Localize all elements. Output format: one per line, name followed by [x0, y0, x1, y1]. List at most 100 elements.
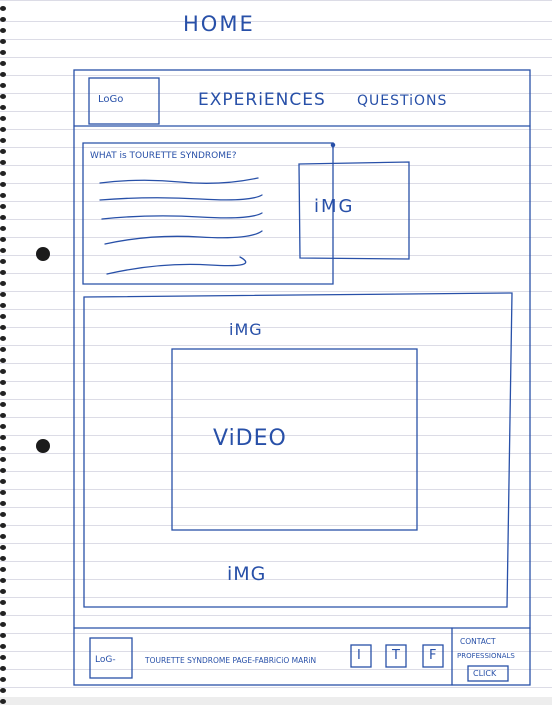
facebook-icon[interactable]: F	[429, 648, 437, 663]
intro-image-box	[298, 161, 410, 260]
punch-hole-icon	[36, 439, 50, 453]
spiral-ring	[0, 248, 6, 253]
text-line-squiggle	[106, 256, 247, 275]
spiral-ring	[0, 105, 6, 110]
spiral-ring	[0, 204, 6, 209]
spiral-ring	[0, 17, 6, 22]
intro-box	[82, 142, 334, 285]
spiral-ring	[0, 380, 6, 385]
spiral-ring	[0, 303, 6, 308]
intro-image-label: iMG	[314, 196, 355, 217]
footer-logo[interactable]: LoG-	[95, 655, 116, 665]
video-box	[171, 348, 418, 531]
click-button[interactable]: CLICK	[473, 669, 497, 678]
spiral-ring	[0, 688, 6, 693]
spiral-ring	[0, 259, 6, 264]
spiral-ring	[0, 534, 6, 539]
spiral-ring	[0, 369, 6, 374]
spiral-ring	[0, 567, 6, 572]
spiral-ring	[0, 193, 6, 198]
spiral-ring	[0, 501, 6, 506]
media-image-bottom-label: iMG	[227, 563, 267, 585]
spiral-ring	[0, 402, 6, 407]
spiral-ring	[0, 61, 6, 66]
spiral-ring	[0, 413, 6, 418]
spiral-ring	[0, 666, 6, 671]
spiral-ring	[0, 435, 6, 440]
social-box	[385, 644, 407, 668]
spiral-ring	[0, 314, 6, 319]
spiral-ring	[0, 446, 6, 451]
instagram-icon[interactable]: I	[357, 648, 361, 663]
footer-logo-box	[89, 637, 133, 679]
spiral-ring	[0, 457, 6, 462]
text-line-squiggle	[99, 194, 263, 201]
spiral-ring	[0, 270, 6, 275]
spiral-ring	[0, 512, 6, 517]
spiral-ring	[0, 292, 6, 297]
footer-caption: TOURETTE SYNDROME PAGE-FABRiCiO MARiN	[145, 656, 317, 665]
social-box	[350, 644, 372, 668]
spiral-ring	[0, 556, 6, 561]
spiral-ring	[0, 160, 6, 165]
spiral-ring	[0, 116, 6, 121]
spiral-ring	[0, 633, 6, 638]
spiral-ring	[0, 182, 6, 187]
spiral-ring	[0, 127, 6, 132]
page-title: HOME	[183, 12, 255, 36]
spiral-ring	[0, 578, 6, 583]
nav-questions-link[interactable]: QUESTiONS	[357, 93, 448, 109]
spiral-ring	[0, 622, 6, 627]
spiral-ring	[0, 226, 6, 231]
spiral-ring	[0, 600, 6, 605]
spiral-ring	[0, 215, 6, 220]
contact-label: CONTACT	[460, 637, 496, 646]
spiral-ring	[0, 545, 6, 550]
spiral-ring	[0, 490, 6, 495]
video-player[interactable]: ViDEO	[213, 426, 287, 451]
spiral-ring	[0, 644, 6, 649]
spiral-ring	[0, 468, 6, 473]
spiral-binding	[0, 0, 8, 705]
header-logo-box	[88, 77, 160, 125]
spiral-ring	[0, 523, 6, 528]
spiral-ring	[0, 237, 6, 242]
media-image-top-label: iMG	[229, 320, 263, 339]
spiral-ring	[0, 39, 6, 44]
spiral-ring	[0, 677, 6, 682]
spiral-ring	[0, 479, 6, 484]
spiral-ring	[0, 391, 6, 396]
spiral-ring	[0, 347, 6, 352]
spiral-ring	[0, 336, 6, 341]
text-line-squiggle	[99, 177, 259, 184]
twitter-icon[interactable]: T	[392, 648, 400, 663]
page-frame	[73, 69, 531, 686]
spiral-ring	[0, 72, 6, 77]
media-box	[83, 292, 513, 608]
spiral-ring	[0, 94, 6, 99]
spiral-ring	[0, 83, 6, 88]
spiral-ring	[0, 281, 6, 286]
spiral-ring	[0, 358, 6, 363]
spiral-ring	[0, 171, 6, 176]
spiral-ring	[0, 138, 6, 143]
intro-heading: WHAT is TOURETTE SYNDROME?	[90, 151, 237, 161]
header-logo[interactable]: LoGo	[98, 94, 124, 105]
spiral-ring	[0, 6, 6, 11]
spiral-ring	[0, 424, 6, 429]
page-bottom-strip	[0, 697, 552, 705]
spiral-ring	[0, 28, 6, 33]
spiral-ring	[0, 50, 6, 55]
nav-experiences-link[interactable]: EXPERiENCES	[198, 90, 326, 110]
text-line-squiggle	[104, 230, 263, 245]
spiral-ring	[0, 149, 6, 154]
click-box	[467, 665, 509, 682]
spiral-ring	[0, 589, 6, 594]
spiral-ring	[0, 699, 6, 704]
social-box	[422, 644, 444, 668]
professionals-label: PROFESSIONALS	[457, 652, 515, 660]
spiral-ring	[0, 325, 6, 330]
punch-hole-icon	[36, 247, 50, 261]
